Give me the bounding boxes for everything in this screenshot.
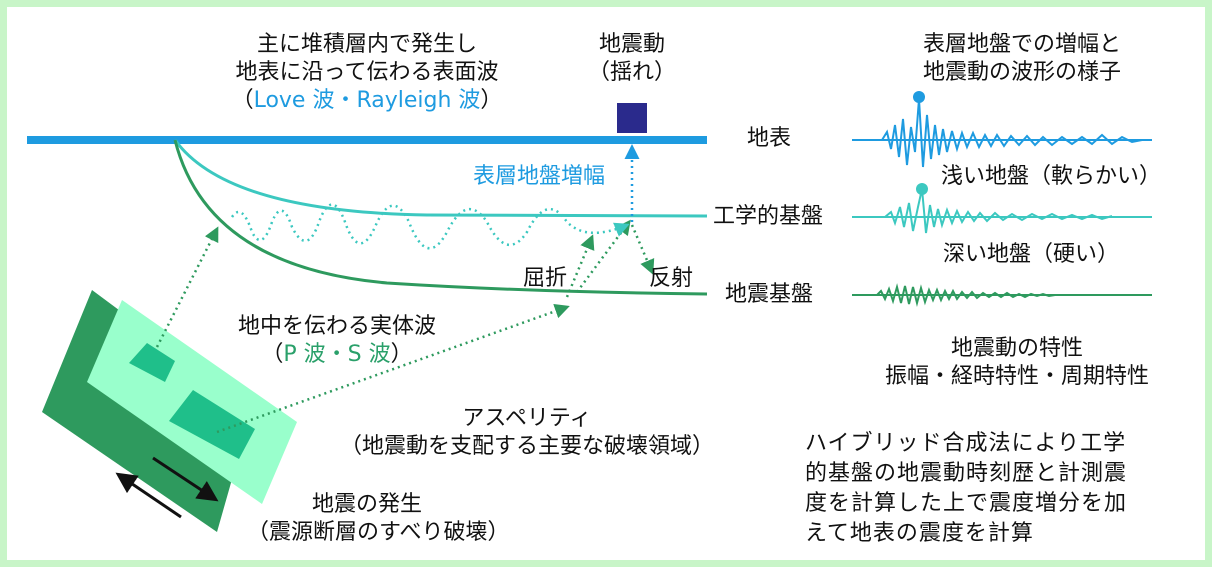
method-note-line2: 的基盤の地震動時刻歴と計測震 bbox=[805, 461, 1128, 486]
body-wave-ray-1 bbox=[155, 226, 219, 348]
seismic-bedrock-label: 地震基盤 bbox=[725, 282, 814, 307]
earthquake-origin-line2: （震源断層のすべり破壊） bbox=[247, 520, 510, 545]
earthquake-origin-line1: 地震の発生 bbox=[311, 492, 422, 517]
slip-arrow-down bbox=[152, 456, 219, 502]
characteristics-caption: 地震動の特性 振幅・経時特性・周期特性 bbox=[867, 335, 1167, 391]
surface-layer-label: 地表 bbox=[747, 126, 792, 151]
seismic-waveform bbox=[876, 283, 1056, 307]
body-wave-line2: （P 波・S 波） bbox=[261, 342, 413, 367]
method-note-line4: えて地表の震度を計算 bbox=[805, 521, 1034, 546]
characteristics-line2: 振幅・経時特性・周期特性 bbox=[884, 364, 1149, 389]
seismic-bedrock-curve bbox=[173, 139, 708, 296]
slip-arrow-up bbox=[115, 472, 182, 519]
characteristics-line1: 地震動の特性 bbox=[950, 336, 1083, 361]
ground-motion-caption: 地震動 （揺れ） bbox=[567, 31, 697, 87]
observation-point-box bbox=[617, 103, 647, 133]
asperity-caption: アスペリティ （地震動を支配する主要な破壊領域） bbox=[307, 405, 747, 461]
amplification-title-line1: 表層地盤での増幅と bbox=[922, 32, 1121, 57]
refraction-label: 屈折 bbox=[523, 266, 568, 291]
amplification-title: 表層地盤での増幅と 地震動の波形の様子 bbox=[892, 31, 1152, 87]
body-wave-ray-2 bbox=[216, 303, 570, 434]
shallow-ground-label: 浅い地盤（軟らかい） bbox=[941, 164, 1162, 189]
body-wave-line1: 地中を伝わる実体波 bbox=[237, 314, 436, 339]
engineering-waveform bbox=[884, 188, 1113, 234]
asperity-line2: （地震動を支配する主要な破壊領域） bbox=[339, 434, 714, 459]
engineering-bedrock-curve bbox=[173, 139, 708, 218]
body-wave-types: P 波・S 波 bbox=[283, 342, 391, 367]
diagram-canvas bbox=[27, 91, 1152, 532]
surface-wave-line3: （Love 波・Rayleigh 波） bbox=[231, 88, 503, 113]
engineering-bedrock-label: 工学的基盤 bbox=[713, 204, 824, 229]
deep-ground-label: 深い地盤（硬い） bbox=[943, 242, 1120, 267]
refracted-ray-1 bbox=[565, 234, 595, 298]
earthquake-origin-caption: 地震の発生 （震源断層のすべり破壊） bbox=[247, 491, 510, 547]
asperity-patch bbox=[169, 390, 255, 459]
ground-motion-line2: （揺れ） bbox=[587, 60, 676, 85]
surface-wave-wiggle bbox=[230, 203, 630, 250]
engineering-peak-marker bbox=[916, 183, 928, 195]
amplification-title-line2: 地震動の波形の様子 bbox=[922, 60, 1121, 85]
ground-motion-line1: 地震動 bbox=[598, 32, 665, 57]
surface-wave-line1: 主に堆積層内で発生し bbox=[256, 32, 477, 57]
reflected-ray bbox=[630, 224, 655, 275]
surface-amplification-label: 表層地盤増幅 bbox=[473, 164, 606, 189]
body-wave-caption: 地中を伝わる実体波 （P 波・S 波） bbox=[207, 313, 467, 369]
asperity-line1: アスペリティ bbox=[462, 406, 592, 431]
surface-wave-line2: 地表に沿って伝わる表面波 bbox=[235, 60, 499, 85]
method-note: ハイブリッド合成法により工学 的基盤の地震動時刻歴と計測震 度を計算した上で震度… bbox=[805, 429, 1127, 549]
reflection-label: 反射 bbox=[649, 266, 694, 291]
surface-wave-types: Love 波・Rayleigh 波 bbox=[253, 88, 481, 113]
surface-waveform bbox=[881, 98, 1143, 168]
surface-wave-caption: 主に堆積層内で発生し 地表に沿って伝わる表面波 （Love 波・Rayleigh… bbox=[157, 31, 577, 115]
small-asperity bbox=[129, 343, 175, 382]
method-note-line3: 度を計算した上で震度増分を加 bbox=[805, 491, 1128, 516]
method-note-line1: ハイブリッド合成法により工学 bbox=[805, 431, 1127, 456]
surface-peak-marker bbox=[913, 91, 925, 103]
